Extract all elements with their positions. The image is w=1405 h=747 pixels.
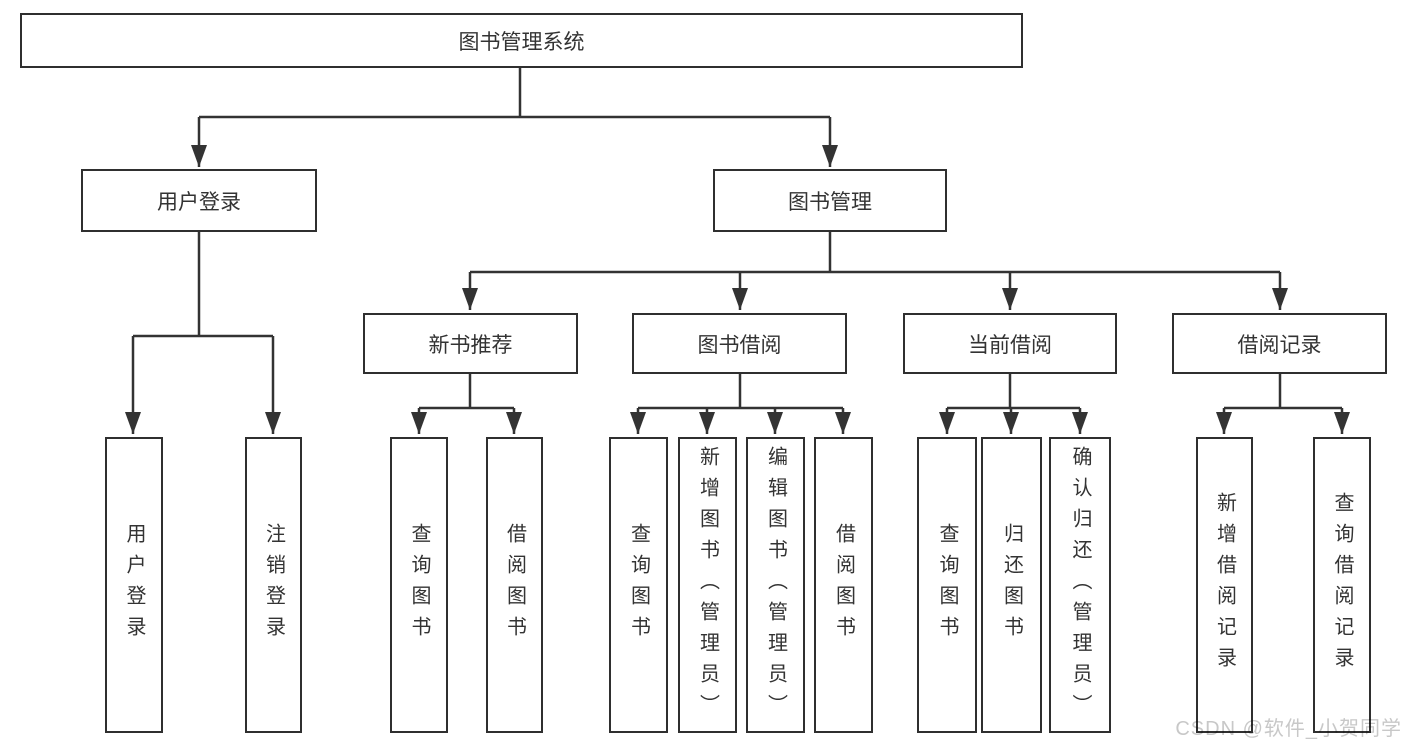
leaf-bb-query-books: 查询图书 <box>609 437 668 733</box>
node-borrow-records-label: 借阅记录 <box>1237 333 1322 357</box>
node-book-borrow: 图书借阅 <box>632 313 847 374</box>
leaf-user-login-label: 用户登录 <box>123 523 145 647</box>
leaf-nb-query-books: 查询图书 <box>390 437 448 733</box>
leaf-br-query-record-label: 查询借阅记录 <box>1331 492 1353 678</box>
leaf-bb-edit-books-admin-label: 编辑图书（管理员） <box>764 445 787 725</box>
leaf-cb-confirm-return-admin: 确认归还（管理员） <box>1049 437 1111 733</box>
node-current-borrow: 当前借阅 <box>903 313 1117 374</box>
node-book-borrow-label: 图书借阅 <box>697 333 782 357</box>
leaf-br-add-record: 新增借阅记录 <box>1196 437 1253 733</box>
node-new-book-recommend: 新书推荐 <box>363 313 578 374</box>
node-current-borrow-label: 当前借阅 <box>968 333 1052 357</box>
leaf-nb-borrow-books: 借阅图书 <box>486 437 543 733</box>
leaf-bb-add-books-admin: 新增图书（管理员） <box>678 437 737 733</box>
leaf-cb-query-books-label: 查询图书 <box>936 523 958 647</box>
node-root: 图书管理系统 <box>20 13 1023 68</box>
node-user-login: 用户登录 <box>81 169 317 232</box>
leaf-logout-login: 注销登录 <box>245 437 302 733</box>
node-book-management-label: 图书管理 <box>788 190 872 214</box>
leaf-bb-add-books-admin-label: 新增图书（管理员） <box>696 445 719 725</box>
leaf-nb-borrow-books-label: 借阅图书 <box>503 523 526 647</box>
leaf-logout-login-label: 注销登录 <box>262 523 285 647</box>
leaf-br-query-record: 查询借阅记录 <box>1313 437 1371 733</box>
csdn-watermark: CSDN @软件_小贺同学 <box>1175 718 1402 740</box>
leaf-cb-query-books: 查询图书 <box>917 437 977 733</box>
leaf-bb-borrow-books: 借阅图书 <box>814 437 873 733</box>
leaf-bb-edit-books-admin: 编辑图书（管理员） <box>746 437 805 733</box>
node-book-management: 图书管理 <box>713 169 947 232</box>
leaf-cb-return-books: 归还图书 <box>981 437 1042 733</box>
leaf-user-login: 用户登录 <box>105 437 163 733</box>
leaf-bb-borrow-books-label: 借阅图书 <box>832 523 855 647</box>
leaf-bb-query-books-label: 查询图书 <box>627 523 650 647</box>
node-new-book-recommend-label: 新书推荐 <box>428 333 513 357</box>
node-root-label: 图书管理系统 <box>458 30 585 54</box>
leaf-nb-query-books-label: 查询图书 <box>408 523 430 647</box>
node-borrow-records: 借阅记录 <box>1172 313 1387 374</box>
node-user-login-label: 用户登录 <box>157 190 241 214</box>
leaf-cb-return-books-label: 归还图书 <box>1000 523 1023 647</box>
leaf-cb-confirm-return-admin-label: 确认归还（管理员） <box>1069 445 1091 725</box>
leaf-br-add-record-label: 新增借阅记录 <box>1213 492 1236 678</box>
